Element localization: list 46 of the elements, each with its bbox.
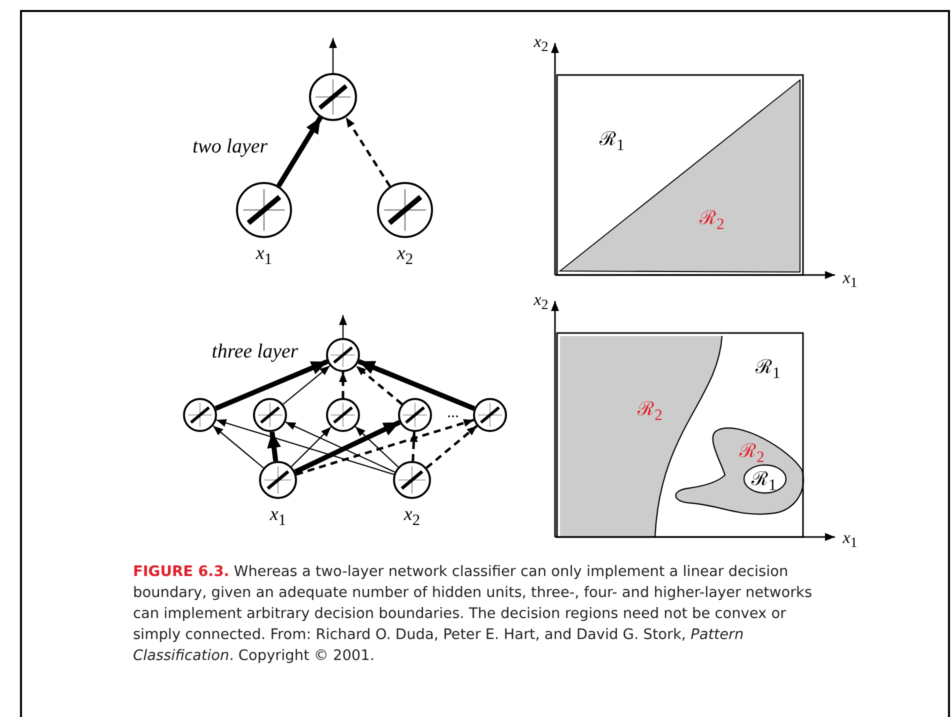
plot-label: ℛ$_{1}$ [756, 356, 780, 383]
figure-caption: FIGURE 6.3. Whereas a two-layer network classifier can only implement a linear decision boundary, given an adequate number of hidden units, three-, four- and higher-layer networks can implement arbitrary decision boundaries. The decision regions need not be convex or simply connected. From: Richard O. Duda, Peter E. Hart, and David G. Stork, Pattern Classification. Copyright © 2001. [133, 563, 813, 666]
plot-label: x$_{1}$ [842, 528, 858, 552]
arrow [296, 418, 474, 476]
plot-label: ℛ$_{1}$ [752, 468, 776, 495]
arrow [267, 432, 281, 462]
arrow [355, 364, 403, 406]
arrow [339, 315, 347, 338]
neuron-circle [309, 73, 357, 121]
arrow [282, 365, 330, 405]
input-label: x$_{1}$ [270, 504, 286, 530]
network-label: three layer [212, 340, 298, 364]
arrow [344, 116, 391, 188]
arrow [285, 422, 395, 473]
arrow [410, 432, 418, 462]
arrow [329, 38, 337, 73]
arrow [216, 419, 394, 475]
neuron-circle [398, 398, 432, 432]
arrow [276, 116, 323, 188]
plot-label: x$_{2}$ [534, 32, 548, 56]
neuron-circle [259, 461, 297, 499]
plot-label: x$_{2}$ [534, 290, 548, 314]
input-label: x$_{1}$ [256, 243, 272, 269]
input-label: x$_{2}$ [396, 243, 414, 269]
arrow [358, 359, 476, 411]
plot-label: x$_{1}$ [842, 268, 858, 292]
neuron-circle [473, 398, 507, 432]
arrow [294, 420, 401, 474]
network-label: two layer [192, 136, 268, 158]
plot-label: ℛ$_{2}$ [740, 440, 764, 467]
neuron-circle [393, 461, 431, 499]
arrow [291, 426, 332, 467]
arrow [339, 372, 347, 398]
arrow [212, 425, 264, 468]
arrow [426, 424, 478, 469]
input-label: x$_{2}$ [404, 504, 420, 530]
plot-label: ℛ$_{1}$ [600, 128, 624, 155]
neuron-circle [326, 398, 360, 432]
neuron-circle [183, 398, 217, 432]
plot-label: ℛ$_{2}$ [700, 207, 724, 234]
arrow [214, 359, 328, 411]
ellipsis: ... [447, 404, 459, 422]
neuron-circle [253, 398, 287, 432]
arrow [354, 426, 399, 468]
neuron-circle [326, 338, 360, 372]
plot-label: ℛ$_{2}$ [638, 398, 662, 425]
